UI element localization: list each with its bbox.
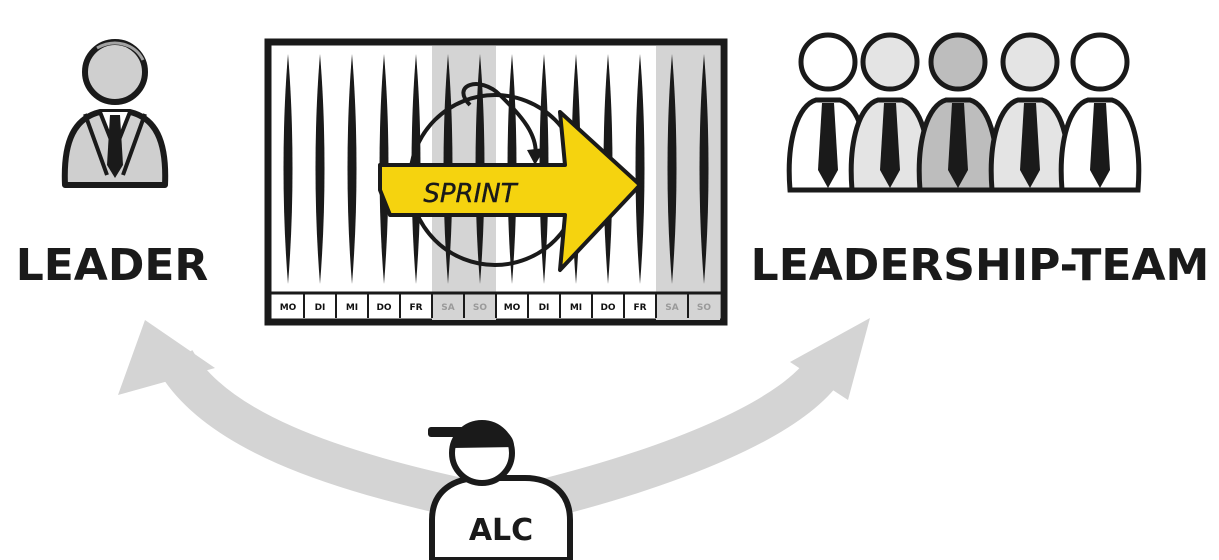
day-label: MO <box>280 303 297 313</box>
curved-arrows <box>118 318 870 520</box>
day-label: DO <box>376 303 391 313</box>
day-labels: MO DI MI DO FR SA SO MO DI MI DO FR SA SO <box>280 293 711 318</box>
day-label: SA <box>441 303 454 313</box>
arrow-head-right <box>790 318 870 400</box>
arrow-head-left <box>118 320 215 395</box>
arrow-to-leader <box>157 349 475 520</box>
person-icon <box>61 39 169 188</box>
day-column-stroke <box>315 54 325 284</box>
day-label: SA <box>665 303 678 313</box>
day-column-stroke <box>347 54 357 284</box>
day-label: DI <box>315 303 326 313</box>
arrow-to-team <box>535 349 848 520</box>
alc-label: ALC <box>469 513 533 548</box>
group-icon <box>786 32 1142 193</box>
day-label: DO <box>600 303 615 313</box>
day-column-stroke <box>283 54 293 284</box>
day-column-stroke <box>667 54 677 284</box>
sprint-label: SPRINT <box>423 179 518 209</box>
team-member <box>786 32 870 193</box>
person-with-cap-icon: ALC <box>428 420 573 560</box>
day-label: MO <box>504 303 521 313</box>
sprint-calendar: MO DI MI DO FR SA SO MO DI MI DO FR SA SO SPRINT <box>264 38 728 326</box>
team-member <box>988 32 1072 193</box>
day-label: MI <box>346 303 358 313</box>
team-member <box>916 32 1000 193</box>
day-label: MI <box>570 303 582 313</box>
leader-label: LEADER <box>16 240 209 291</box>
sprint-arrow: SPRINT <box>378 110 642 272</box>
day-label: DI <box>539 303 550 313</box>
day-column-stroke <box>699 54 709 284</box>
team-member <box>1058 32 1142 193</box>
team-label: LEADERSHIP-TEAM <box>751 240 1210 291</box>
team-member <box>848 32 932 193</box>
day-label: SO <box>697 303 711 313</box>
day-label: FR <box>633 303 646 313</box>
day-label: FR <box>409 303 422 313</box>
day-label: SO <box>473 303 487 313</box>
day-column-stroke <box>635 54 645 284</box>
